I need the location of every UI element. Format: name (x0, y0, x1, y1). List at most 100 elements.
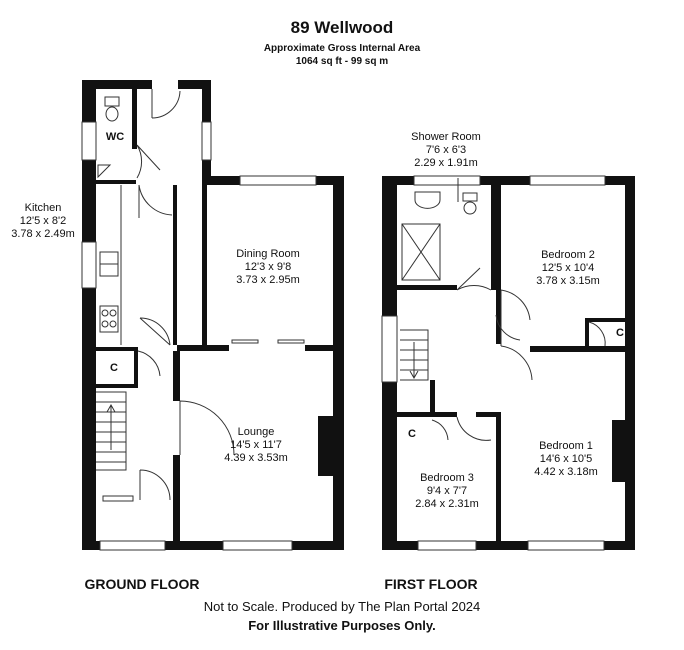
first-wall-bed3-top (397, 412, 457, 417)
shower-basin-icon (414, 191, 441, 209)
page-title: 89 Wellwood (290, 18, 394, 37)
ground-floor-fixtures (81, 89, 317, 551)
hall-side-window (201, 121, 212, 161)
ground-wall-dining-bottom-right (305, 345, 333, 351)
dining-window (239, 175, 317, 186)
ground-wall-cupboard-right (134, 351, 138, 388)
room-dining: Dining Room 12'3 x 9'8 3.73 x 2.95m (212, 248, 324, 287)
first-floor-label: FIRST FLOOR (384, 576, 478, 592)
room-kitchen: Kitchen 12'5 x 8'2 3.78 x 2.49m (2, 202, 84, 241)
room-metric: 3.73 x 2.95m (236, 274, 300, 286)
wc-door-swing (136, 144, 161, 179)
first-wall-bed1-left (496, 412, 501, 541)
ground-wall-bottom-mid (165, 541, 223, 550)
room-metric: 3.78 x 2.49m (11, 228, 75, 240)
ground-wall-bottom-left (82, 541, 100, 550)
room-imperial: 9'4 x 7'7 (426, 485, 468, 497)
toilet-icon (104, 96, 120, 107)
room-metric: 2.29 x 1.91m (414, 157, 478, 169)
first-wall-top-left (382, 176, 414, 185)
ground-wall-top-hall (178, 80, 210, 89)
room-bedroom-2: Bedroom 2 12'5 x 10'4 3.78 x 3.15m (512, 249, 624, 288)
first-wall-top-mid (480, 176, 530, 185)
bifold-door-right (277, 339, 305, 344)
room-name: Bedroom 2 (541, 249, 595, 261)
ground-floor-label: GROUND FLOOR (84, 576, 200, 592)
room-name: Bedroom 1 (539, 440, 593, 452)
ground-wall-kitchen-bottom (96, 347, 138, 351)
first-wall-bottom-right (604, 541, 635, 550)
ground-wall-wc-right (132, 89, 137, 149)
first-wall-bottom-left (382, 541, 418, 550)
bed3-cupboard-swing (431, 419, 449, 441)
hob-ring-icon (101, 320, 109, 328)
room-metric: 2.84 x 2.31m (415, 498, 479, 510)
bed2-cupboard-swing (588, 321, 606, 347)
cupboard-door-swing (137, 350, 161, 377)
room-name: Bedroom 3 (420, 472, 474, 484)
bed1-window (527, 540, 605, 551)
room-wc: WC (100, 131, 130, 144)
bifold-door-left (231, 339, 259, 344)
first-wall-bed3-top-right (476, 412, 496, 417)
room-name: Shower Room (411, 131, 481, 143)
hob-ring-icon (101, 309, 109, 317)
stairs-arrow-icon (106, 403, 116, 450)
notice-text: For Illustrative Purposes Only. (248, 618, 436, 633)
first-wall-bed2-cupboard (585, 318, 625, 322)
first-chimney-breast (612, 420, 625, 482)
kitchen-window (81, 241, 97, 289)
first-wall-shower-bottom (397, 285, 457, 290)
wc-window (81, 121, 97, 161)
ground-wall-cupboard-bottom (96, 384, 138, 388)
area-value: 1064 sq ft - 99 sq m (295, 56, 389, 67)
ground-wall-lounge-left (173, 351, 180, 401)
ground-wall-right-dining (333, 176, 344, 550)
ground-wall-hall-right (173, 185, 177, 345)
room-imperial: 7'6 x 6'3 (425, 144, 467, 156)
cupboard-label: C (110, 362, 118, 374)
kitchen-lower-door-swing (139, 317, 171, 346)
first-wall-bed2-cupboard-side (585, 318, 589, 346)
hall-door-swing (151, 89, 181, 119)
room-metric: 4.39 x 3.53m (224, 452, 288, 464)
room-imperial: 12'5 x 10'4 (541, 262, 595, 274)
first-wall-bottom-mid (476, 541, 528, 550)
shower-toilet-icon (462, 192, 478, 202)
wc-basin-icon (97, 164, 112, 179)
room-name: WC (105, 131, 125, 143)
bed1-door-swing (500, 345, 533, 381)
ground-wall-lounge-left-lower (173, 455, 180, 541)
bed3-door-swing (456, 416, 492, 441)
stairs-first-arrow-icon (409, 342, 419, 380)
room-imperial: 12'3 x 9'8 (244, 261, 292, 273)
bed2-window (529, 175, 606, 186)
room-imperial: 12'5 x 8'2 (19, 215, 67, 227)
area-label: Approximate Gross Internal Area (263, 43, 421, 54)
ground-chimney-breast (318, 416, 333, 476)
kitchen-hob-icon (99, 305, 119, 333)
hob-ring-icon (109, 309, 117, 317)
front-door-swing (139, 469, 171, 501)
room-imperial: 14'6 x 10'5 (539, 453, 593, 465)
room-bedroom-1: Bedroom 1 14'6 x 10'5 4.42 x 3.18m (510, 440, 622, 479)
first-wall-shower-right (491, 185, 496, 290)
cupboard-label: C (408, 428, 416, 440)
ground-wall-top-dining-right (316, 176, 344, 185)
room-bedroom-3: Bedroom 3 9'4 x 7'7 2.84 x 2.31m (392, 472, 502, 511)
ground-wall-bottom-right (292, 541, 344, 550)
first-wall-right (625, 176, 635, 550)
toilet-bowl-icon (105, 106, 119, 122)
shower-door-swing (456, 267, 492, 291)
shower-tray-cross (401, 223, 441, 281)
shower-tray-icon (401, 223, 441, 281)
ground-wall-wc-bottom (96, 180, 136, 184)
bed3-window (417, 540, 477, 551)
room-name: Kitchen (24, 202, 62, 214)
landing-door-swing (495, 314, 521, 341)
ground-wall-top-dining-left (202, 176, 240, 185)
room-name: Dining Room (236, 248, 300, 260)
porch-window (102, 495, 134, 502)
lounge-door-swing (179, 400, 235, 456)
